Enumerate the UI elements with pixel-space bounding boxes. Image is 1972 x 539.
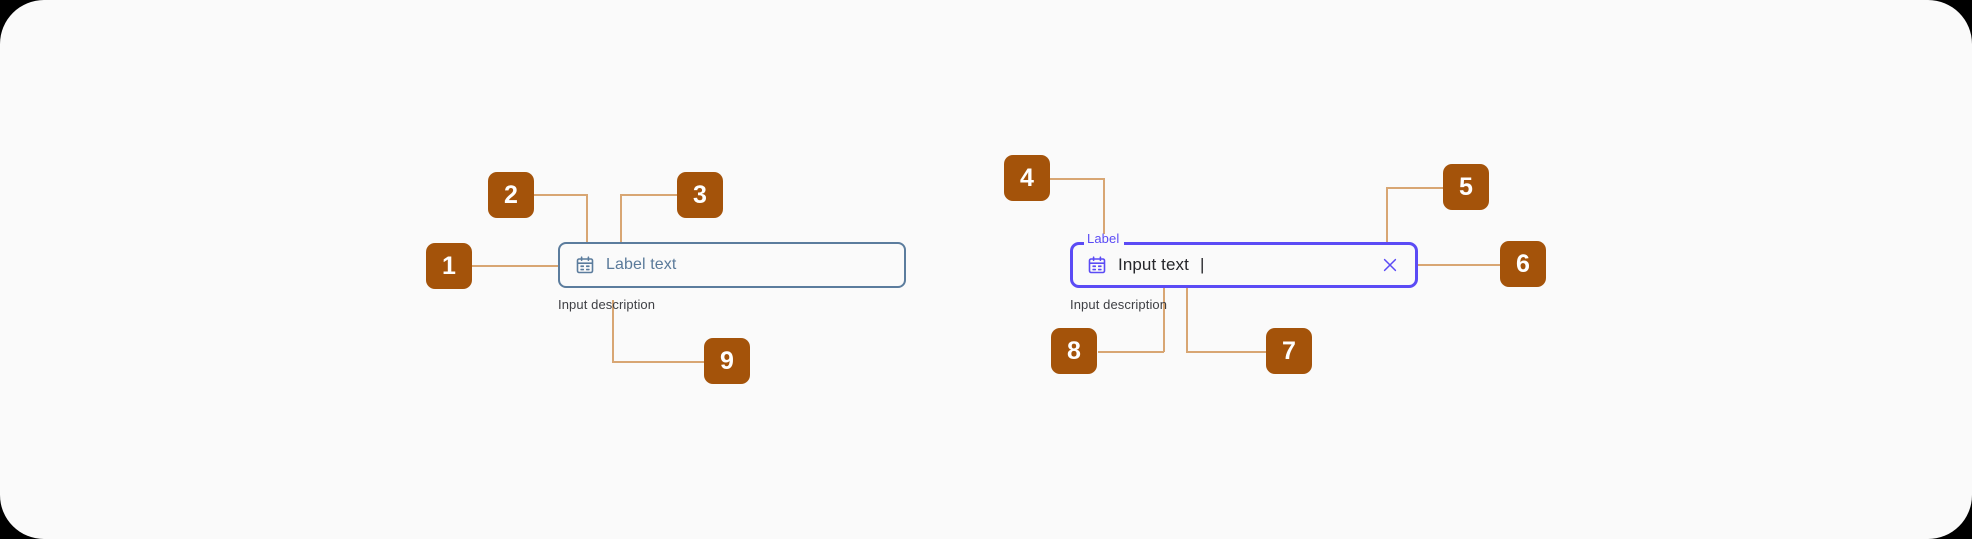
focused-input-floating-label: Label	[1087, 231, 1120, 246]
connector-8-vertical	[1163, 285, 1165, 352]
focused-input-description: Input description	[1070, 297, 1168, 312]
connector-4-horizontal	[1050, 178, 1104, 180]
default-input-field-group: Label text Input description	[558, 242, 906, 312]
connector-7-horizontal	[1186, 351, 1266, 353]
focused-input-value: Input text	[1118, 255, 1189, 274]
annotation-badge-3[interactable]: 3	[677, 172, 723, 218]
connector-9-horizontal	[612, 361, 705, 363]
connector-1	[472, 265, 558, 267]
connector-3-vertical	[620, 194, 622, 248]
calendar-icon	[1087, 255, 1107, 275]
connector-3-horizontal	[620, 194, 677, 196]
connector-5-vertical	[1386, 187, 1388, 242]
connector-5-horizontal	[1386, 187, 1444, 189]
default-input-description: Input description	[558, 297, 656, 312]
annotation-badge-7[interactable]: 7	[1266, 328, 1312, 374]
label-notch	[1084, 239, 1124, 245]
annotation-badge-2[interactable]: 2	[488, 172, 534, 218]
annotation-badge-9[interactable]: 9	[704, 338, 750, 384]
connector-6	[1418, 264, 1501, 266]
connector-7-vertical	[1186, 285, 1188, 352]
text-cursor: |	[1199, 255, 1205, 274]
connector-2-horizontal	[534, 194, 587, 196]
annotation-badge-8[interactable]: 8	[1051, 328, 1097, 374]
default-input-placeholder: Label text	[606, 256, 677, 273]
calendar-icon	[575, 255, 595, 275]
connector-9-vertical	[612, 300, 614, 362]
focused-input-field-group: Input text | Label Input description	[1070, 232, 1418, 312]
connector-8-horizontal	[1098, 351, 1164, 353]
annotation-badge-5[interactable]: 5	[1443, 164, 1489, 210]
focused-input-field[interactable]: Input text |	[1070, 242, 1418, 288]
default-input-field[interactable]: Label text	[558, 242, 906, 288]
annotation-badge-6[interactable]: 6	[1500, 241, 1546, 287]
connector-4-vertical	[1103, 178, 1105, 234]
annotation-badge-1[interactable]: 1	[426, 243, 472, 289]
annotation-badge-4[interactable]: 4	[1004, 155, 1050, 201]
close-icon[interactable]	[1379, 254, 1401, 276]
connector-2-vertical	[586, 194, 588, 248]
